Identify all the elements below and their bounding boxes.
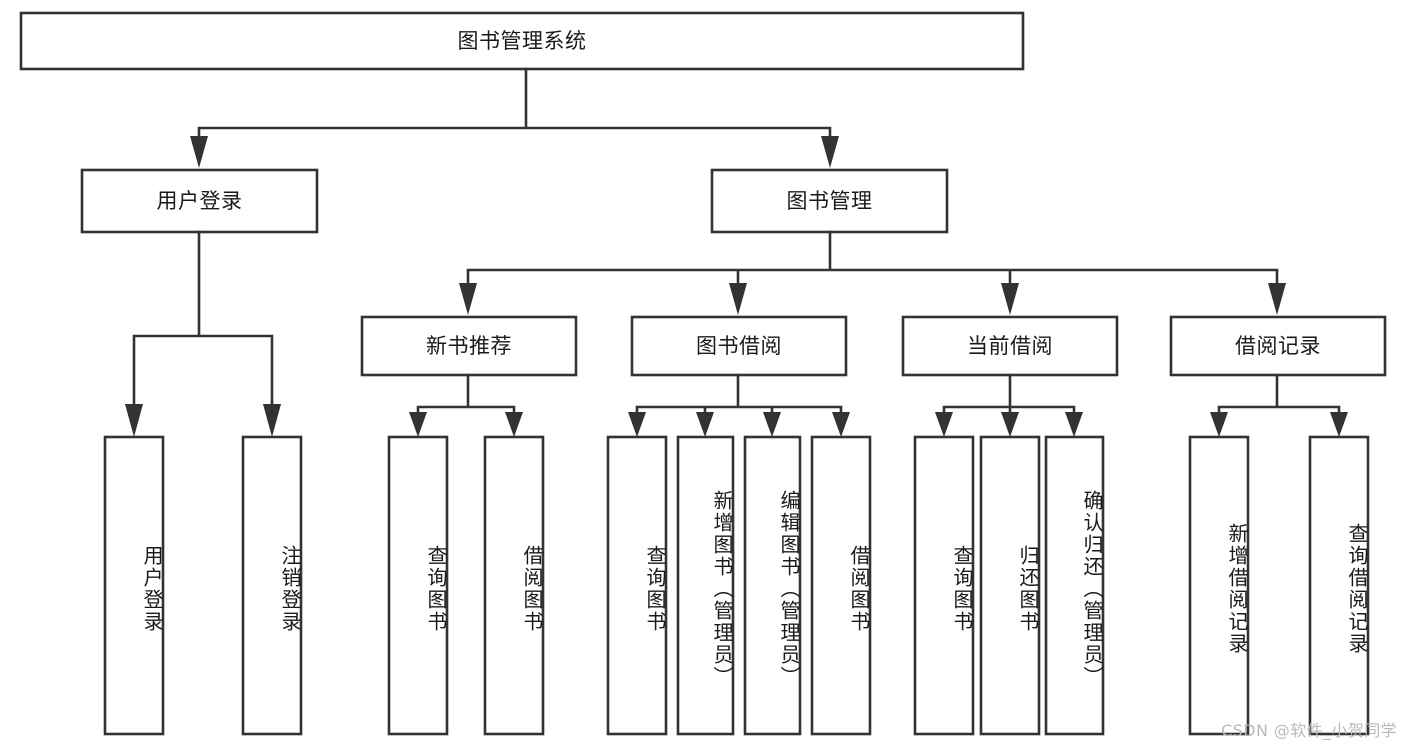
leaf-box-return-book[interactable] <box>979 435 1041 736</box>
leaf-box-query-book-2[interactable] <box>606 435 668 736</box>
arrow-to-user-login <box>190 136 208 168</box>
arrow-to-leaf-add-record <box>1210 412 1228 437</box>
arrow-to-leaf-query-record <box>1330 412 1348 437</box>
connector-book-borrow-to-leaves <box>635 373 843 416</box>
connector-root-to-level1 <box>197 67 832 140</box>
leaf-box-confirm-return[interactable] <box>1044 435 1105 736</box>
arrow-to-leaf-borrow-book-2 <box>832 412 850 437</box>
node-user-login-box[interactable] <box>80 168 319 234</box>
arrow-to-current-borrow <box>1001 283 1019 315</box>
connector-book-manage-to-level2 <box>466 230 1279 287</box>
arrow-to-leaf-borrow-book-1 <box>505 412 523 437</box>
arrow-to-leaf-edit-book <box>763 412 781 437</box>
connector-current-borrow-to-leaves <box>942 373 1076 416</box>
arrow-to-leaf-user-login <box>125 404 143 437</box>
leaf-box-add-book[interactable] <box>676 435 735 736</box>
leaf-box-user-login[interactable] <box>103 435 165 736</box>
leaf-box-borrow-book-1[interactable] <box>483 435 545 736</box>
csdn-watermark: CSDN @软件_小贺同学 <box>1221 721 1397 740</box>
leaf-box-query-record[interactable] <box>1308 435 1370 736</box>
node-new-book-recommend-box[interactable] <box>360 315 578 377</box>
connector-borrow-record-to-leaves <box>1217 373 1341 416</box>
node-root-box[interactable] <box>19 11 1025 71</box>
node-borrow-record-box[interactable] <box>1169 315 1387 377</box>
leaf-box-edit-book[interactable] <box>743 435 802 736</box>
leaf-box-query-book-1[interactable] <box>387 435 449 736</box>
node-current-borrow-box[interactable] <box>901 315 1119 377</box>
arrow-to-book-manage <box>821 136 839 168</box>
connector-new-book-recommend-to-leaves <box>416 373 516 416</box>
arrow-to-new-book-recommend <box>459 283 477 315</box>
arrow-to-borrow-record <box>1268 283 1286 315</box>
leaf-box-query-book-3[interactable] <box>913 435 975 736</box>
leaf-box-add-record[interactable] <box>1188 435 1250 736</box>
node-book-manage-box[interactable] <box>710 168 949 234</box>
arrow-to-leaf-confirm-return <box>1065 412 1083 437</box>
arrow-to-leaf-logout <box>263 404 281 437</box>
leaf-box-borrow-book-2[interactable] <box>810 435 872 736</box>
arrow-to-leaf-return-book <box>1001 412 1019 437</box>
arrow-to-leaf-query-book-1 <box>409 412 427 437</box>
arrow-to-book-borrow <box>729 283 747 315</box>
arrow-to-leaf-query-book-3 <box>935 412 953 437</box>
arrow-to-leaf-add-book <box>696 412 714 437</box>
leaf-box-logout[interactable] <box>241 435 303 736</box>
connector-user-login-to-leaves <box>132 230 274 408</box>
node-book-borrow-box[interactable] <box>630 315 848 377</box>
arrow-to-leaf-query-book-2 <box>628 412 646 437</box>
